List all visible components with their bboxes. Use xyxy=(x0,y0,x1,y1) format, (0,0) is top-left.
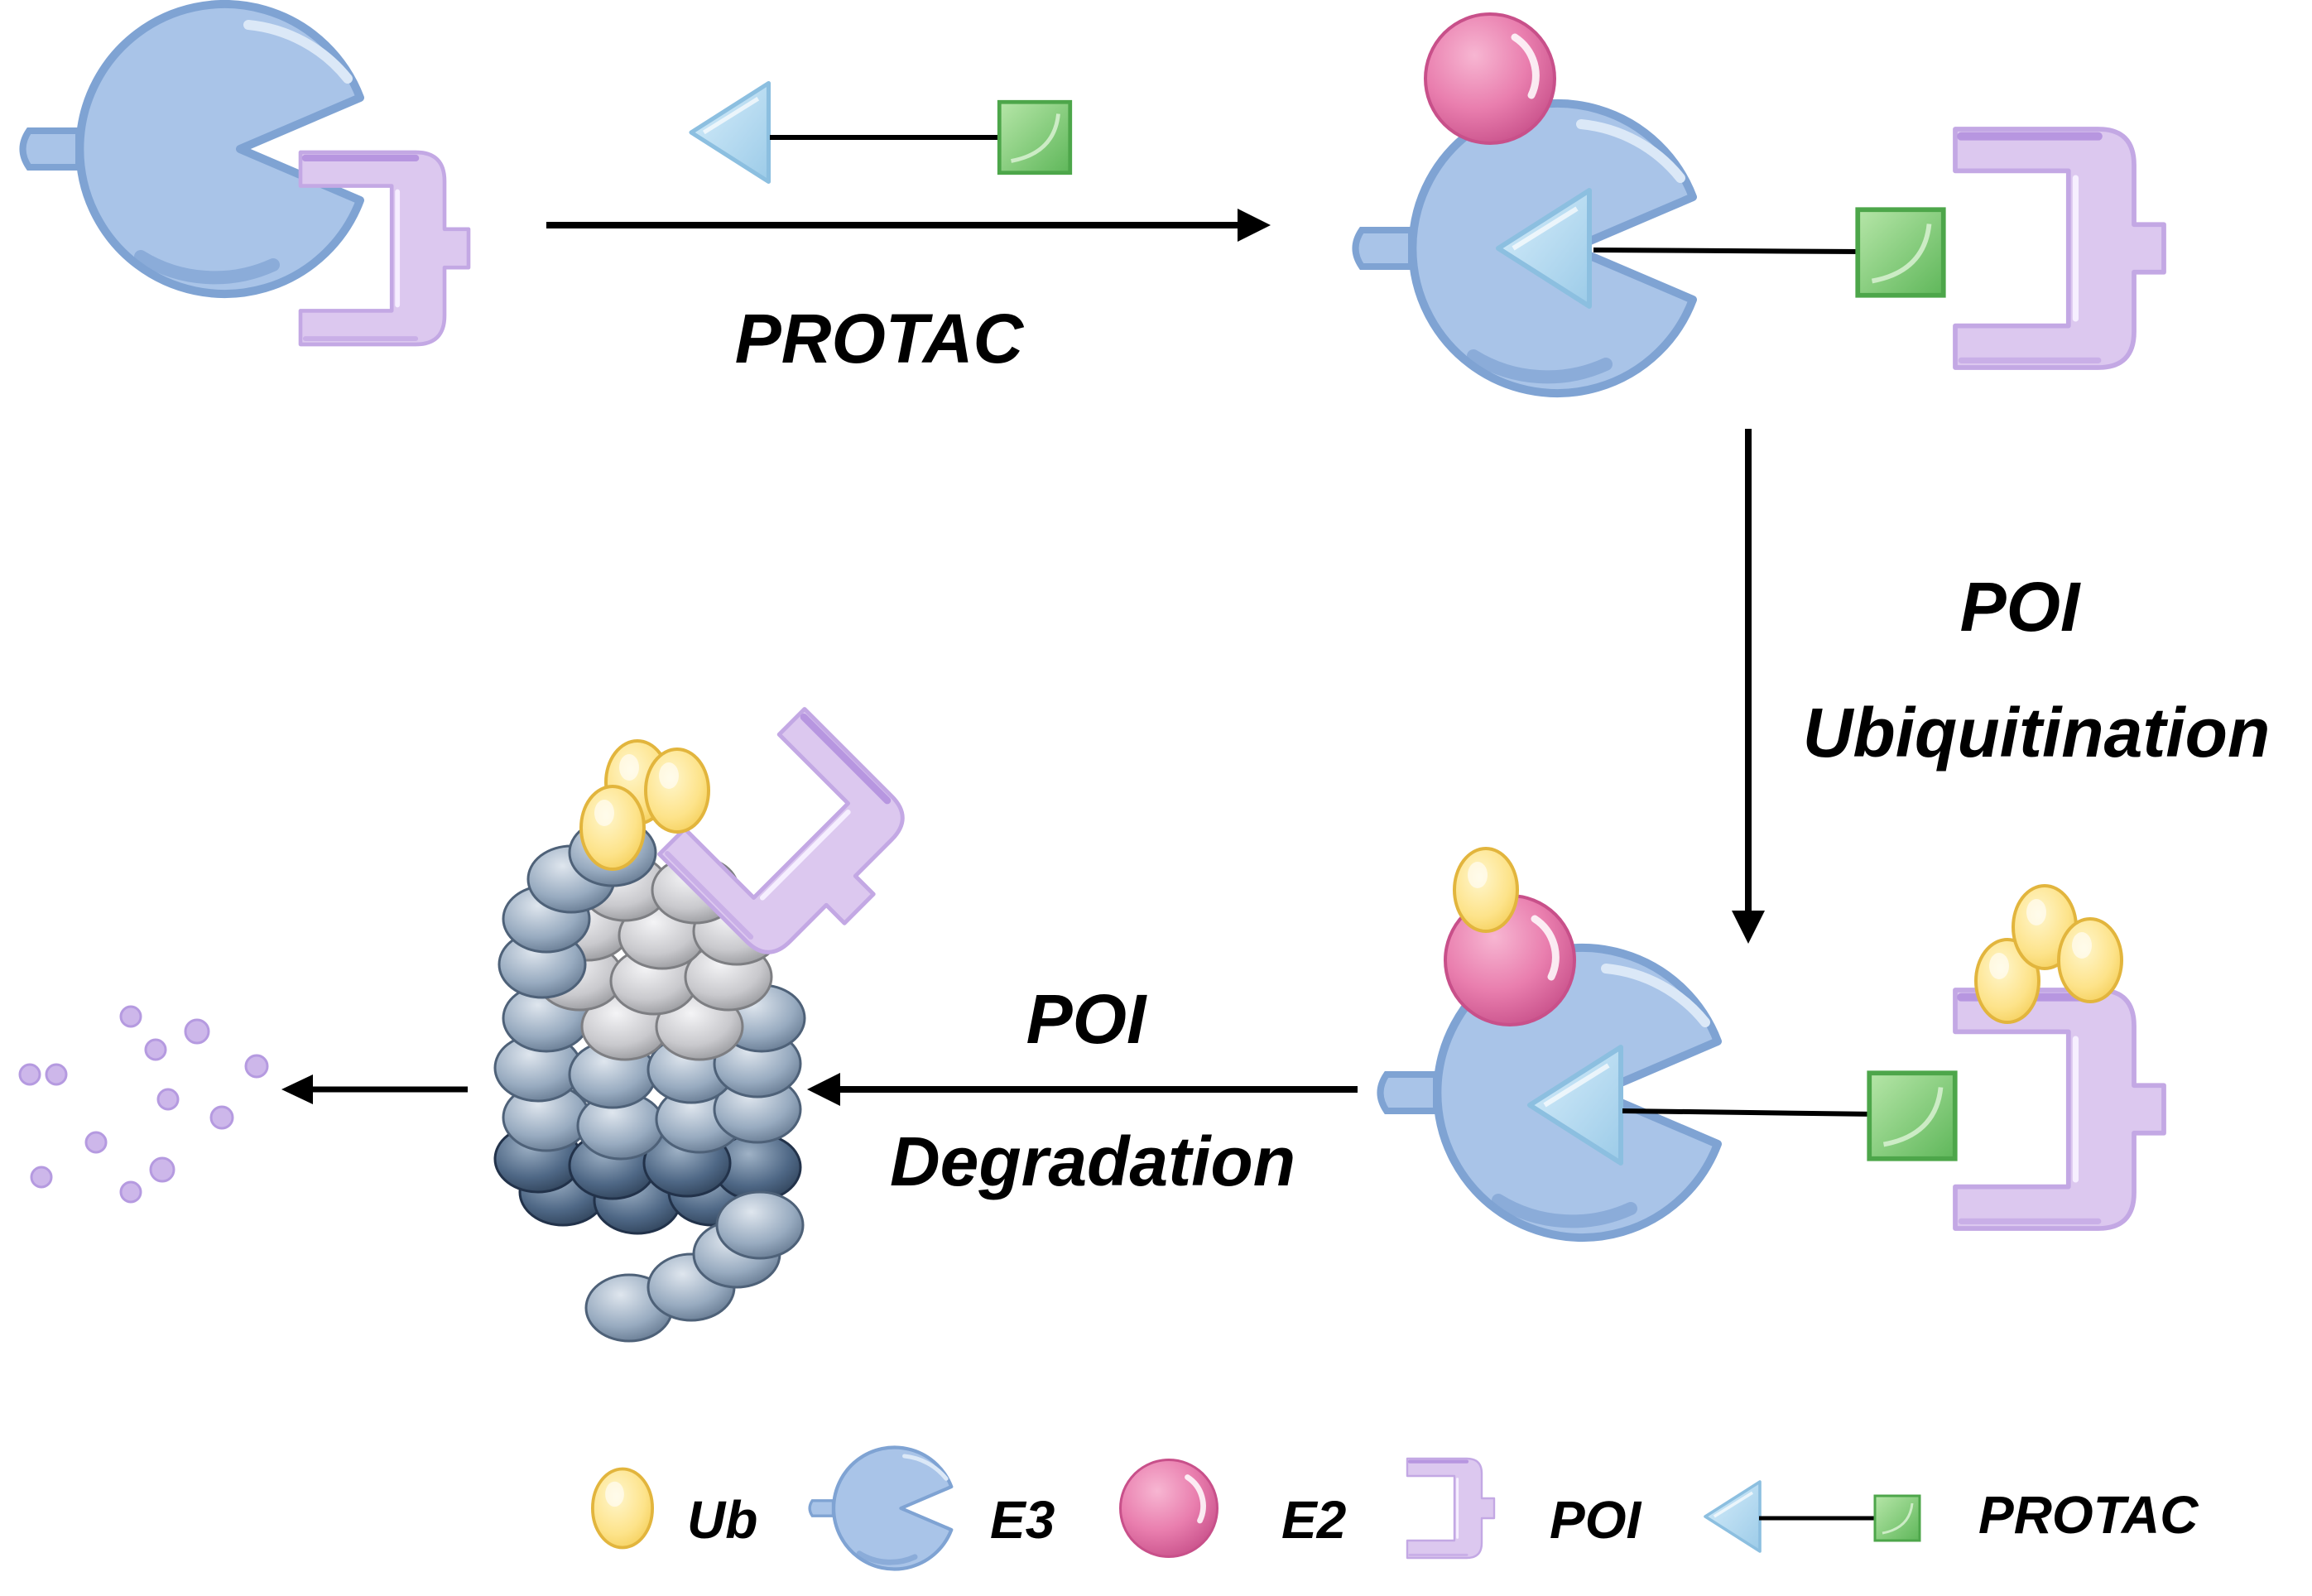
legend-poi-icon xyxy=(1407,1459,1494,1558)
protac-free xyxy=(691,84,1070,182)
legend-ub-label: Ub xyxy=(687,1490,757,1550)
e3-ligase-free xyxy=(23,4,361,294)
ubiquitination-label-line1: POI xyxy=(1960,568,2081,646)
legend-protac-label: PROTAC xyxy=(1978,1485,2199,1545)
arrow-protac xyxy=(546,209,1271,242)
arrow-degradation xyxy=(807,1073,1358,1106)
degradation-label-line2: Degradation xyxy=(890,1122,1295,1200)
arrow-ubiquitination xyxy=(1732,429,1765,944)
legend-ub-icon xyxy=(591,1467,654,1550)
ubiquitination-label-line2: Ubiquitination xyxy=(1803,694,2271,772)
peptide-fragments xyxy=(18,1005,269,1204)
legend-e2-icon xyxy=(1121,1460,1218,1557)
arrow-fragments xyxy=(281,1074,468,1104)
degradation-label-line1: POI xyxy=(1026,980,1147,1058)
legend-e2-label: E2 xyxy=(1281,1490,1346,1550)
legend-protac-icon xyxy=(1704,1480,1921,1553)
legend-poi-label: POI xyxy=(1550,1490,1641,1550)
protac-step-label: PROTAC xyxy=(735,300,1025,377)
legend-e3-label: E3 xyxy=(990,1490,1055,1550)
ternary-complex xyxy=(1356,14,2165,393)
ubiquitinated-complex xyxy=(1381,847,2165,1238)
legend: Ub E3 E2 POI PROTAC xyxy=(591,1448,2199,1570)
legend-e3-icon xyxy=(810,1448,951,1570)
